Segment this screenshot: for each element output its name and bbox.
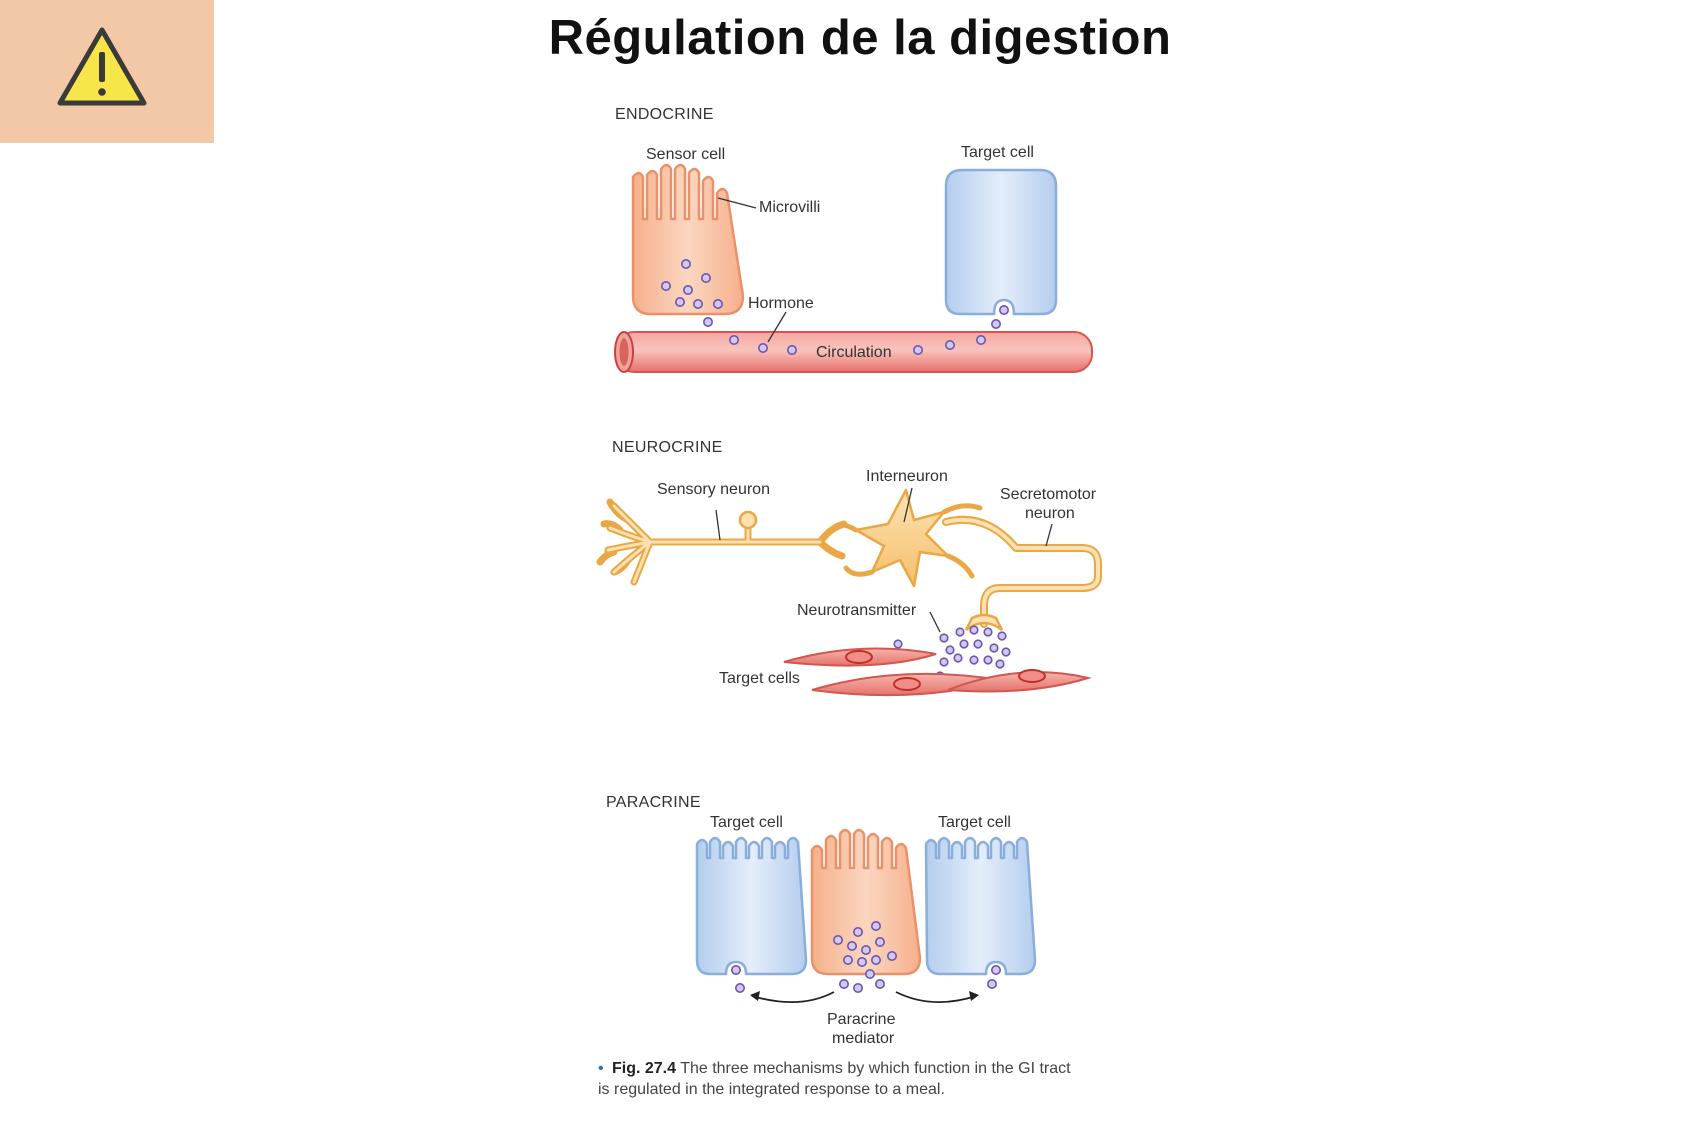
arrow-left-head	[750, 991, 760, 1001]
neurotransmitter-leader	[929, 611, 941, 633]
paracrine-target-cell-right-label: Target cell	[938, 814, 1011, 831]
interneuron-label: Interneuron	[866, 468, 948, 485]
hormone-granules	[660, 258, 723, 327]
microvilli-label: Microvilli	[759, 199, 820, 216]
arrow-right-head	[969, 991, 979, 1001]
caption-line1-container: Fig. 27.4 The three mechanisms by which …	[612, 1060, 1071, 1077]
secretomotor-fill	[944, 517, 1100, 626]
paracrine-arrows	[751, 991, 977, 1003]
interneuron-leader	[903, 487, 913, 523]
neurotransmitter-molecules	[893, 625, 1011, 681]
paracrine-target-cell-left	[695, 836, 808, 976]
secretomotor-leader	[1045, 523, 1053, 547]
sensory-neuron-fill	[606, 504, 822, 584]
neurotransmitter-label: Neurotransmitter	[797, 602, 917, 619]
target-cells-label: Target cells	[719, 670, 800, 687]
warning-icon	[57, 27, 147, 106]
interneuron-processes	[833, 503, 983, 579]
circulation-label: Circulation	[816, 344, 892, 361]
endocrine-heading: ENDOCRINE	[615, 106, 714, 123]
paracrine-panel: PARACRINE Target cell Target cell P	[606, 794, 1037, 1047]
figure-caption: • Fig. 27.4 The three mechanisms by whic…	[598, 1060, 1071, 1098]
endocrine-panel: ENDOCRINE Sensor cell Microvilli Target …	[614, 106, 1093, 373]
paracrine-target-cell-right	[924, 836, 1037, 976]
endocrine-target-cell-label: Target cell	[961, 144, 1034, 161]
hormone-leader	[767, 311, 787, 343]
sensor-cell-label: Sensor cell	[646, 146, 725, 163]
paracrine-mediator-label-line1: Paracrine	[827, 1011, 896, 1028]
caption-figure-label: Fig. 27.4	[612, 1060, 676, 1077]
paracrine-mediator-label-line2: mediator	[832, 1030, 895, 1047]
neurocrine-panel: NEUROCRINE Sensory neuron Interneuron Se…	[596, 439, 1102, 697]
endocrine-target-cell	[944, 168, 1058, 316]
paracrine-heading: PARACRINE	[606, 794, 701, 811]
sensory-neuron-label: Sensory neuron	[657, 481, 770, 498]
caption-line2: is regulated in the integrated response …	[598, 1081, 945, 1098]
sensory-neuron-leader	[715, 509, 721, 541]
neurocrine-target-cells	[783, 647, 1092, 697]
hormone-label: Hormone	[748, 295, 814, 312]
paracrine-mediator-molecules	[730, 920, 1001, 993]
sensory-ganglion	[738, 510, 758, 530]
paracrine-target-cell-left-label: Target cell	[710, 814, 783, 831]
circulating-hormone	[728, 318, 1001, 355]
sensor-cell	[631, 163, 745, 316]
slide-title: Régulation de la digestion	[548, 11, 1172, 65]
secretomotor-label-line2: neuron	[1025, 505, 1075, 522]
microvilli-leader	[717, 197, 757, 209]
secretomotor-label-line1: Secretomotor	[1000, 486, 1097, 503]
caption-line1: The three mechanisms by which function i…	[676, 1060, 1071, 1077]
neurocrine-heading: NEUROCRINE	[612, 439, 723, 456]
secretomotor-terminal	[964, 613, 1004, 632]
warning-box	[0, 0, 214, 143]
caption-bullet: •	[598, 1060, 604, 1077]
